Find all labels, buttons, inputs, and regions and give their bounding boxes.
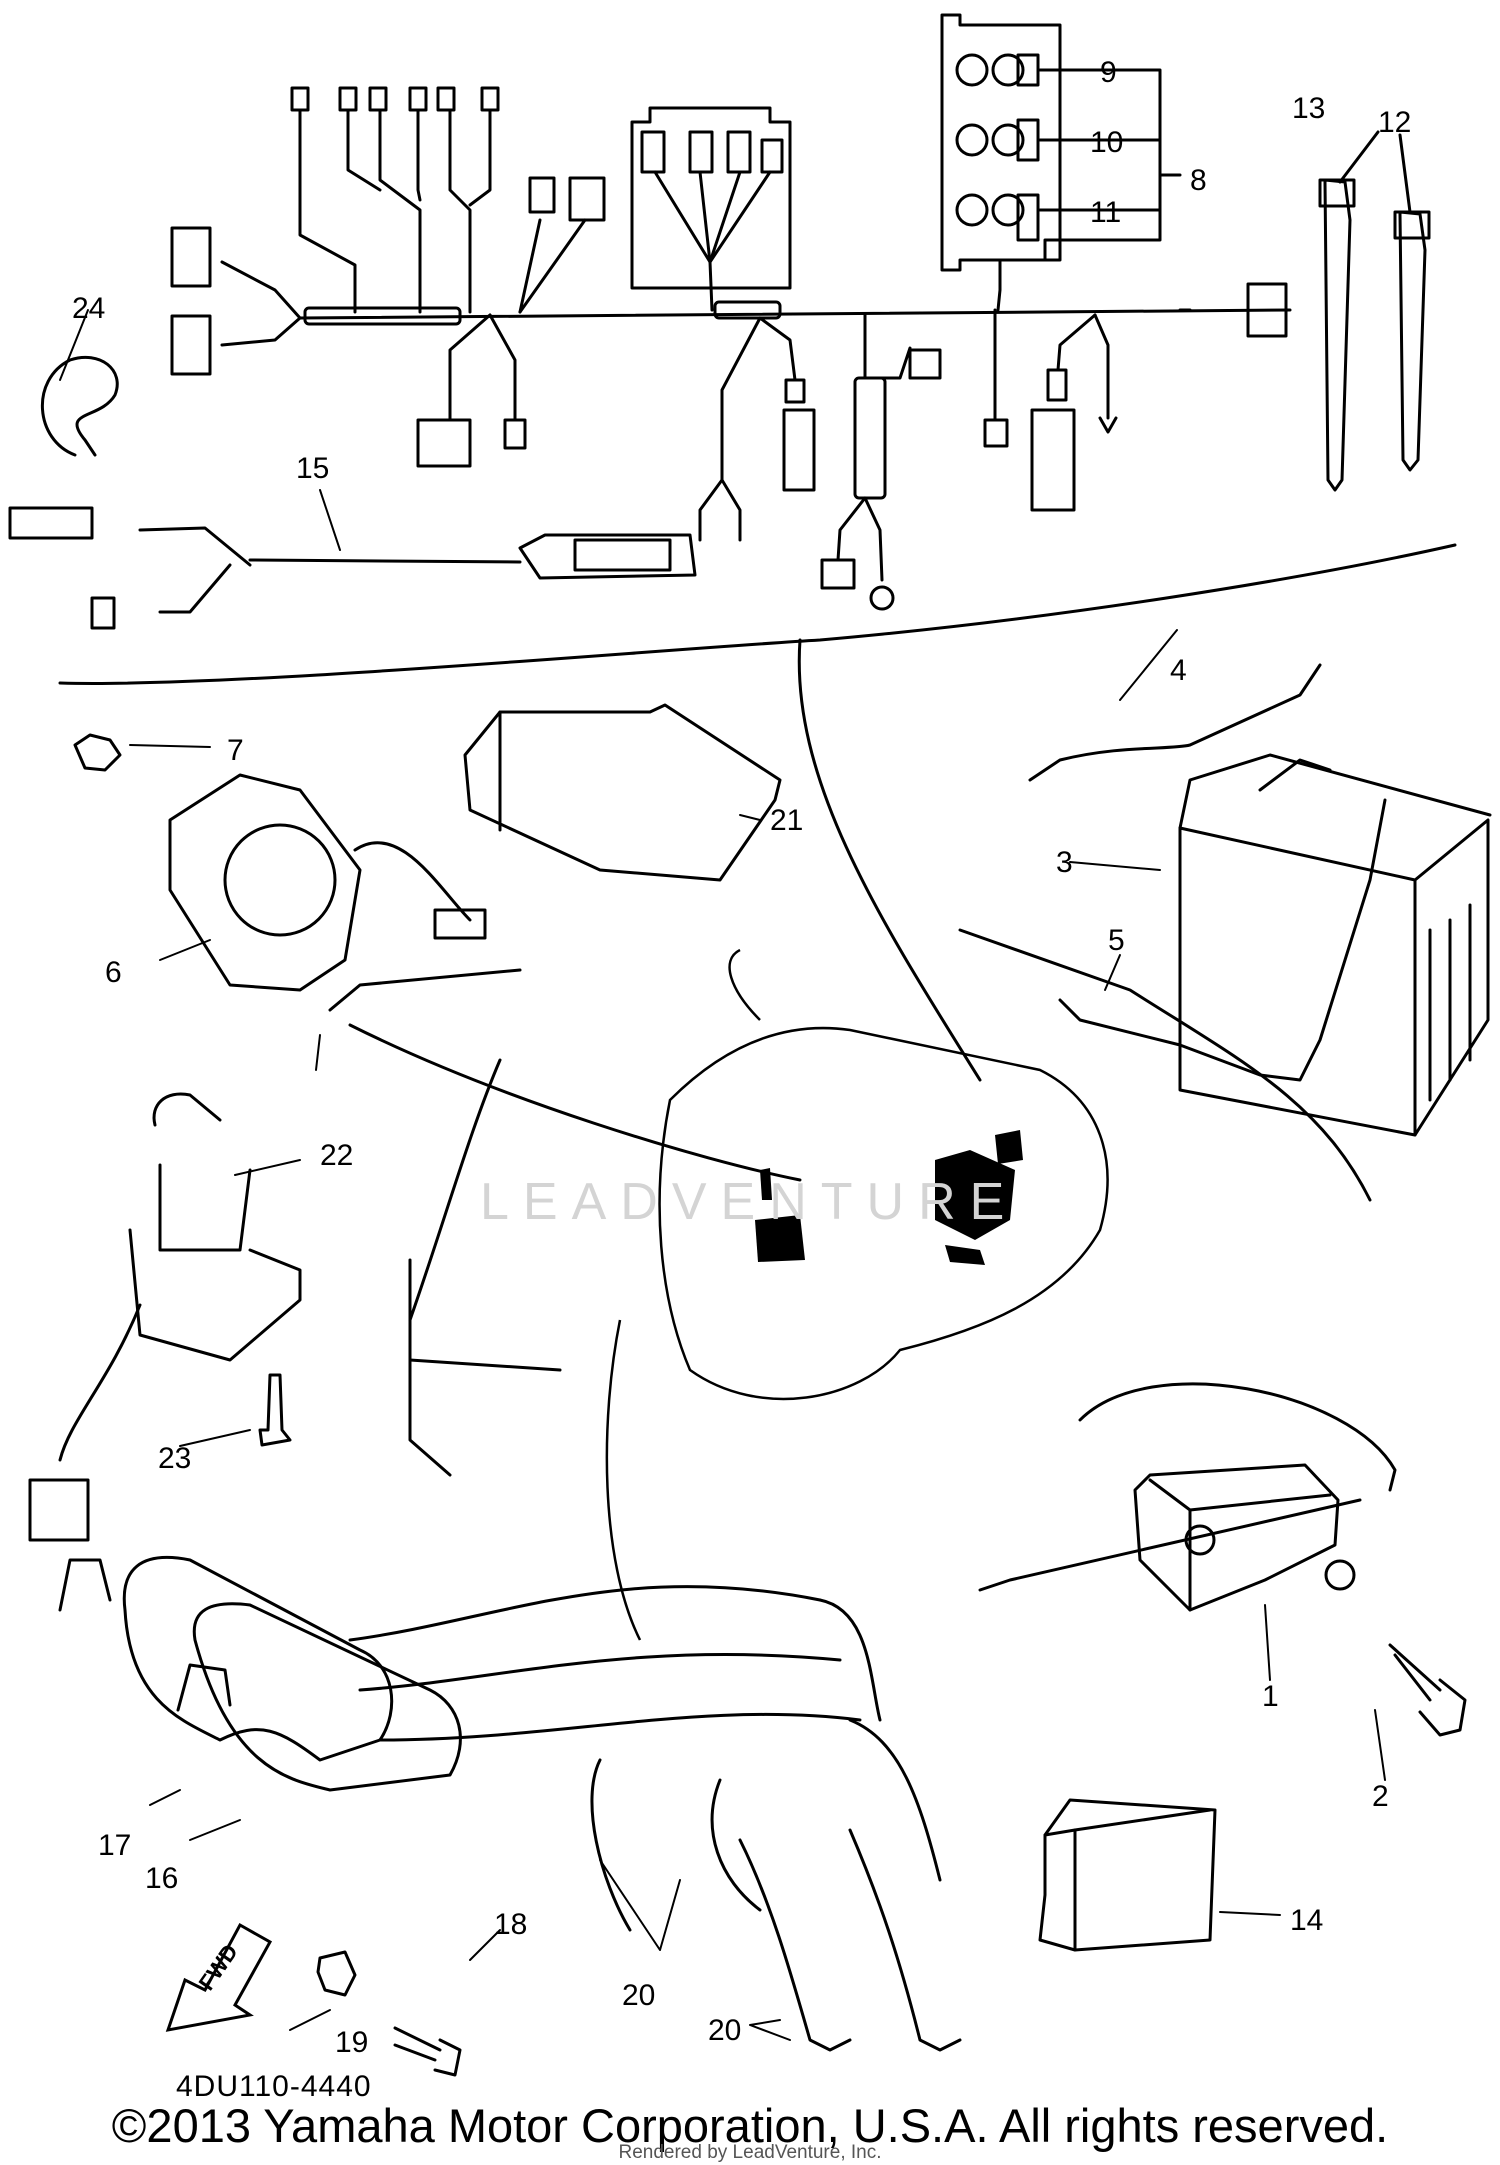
bolt	[1388, 1643, 1467, 1737]
clamp	[40, 355, 119, 457]
callout-24: 24	[72, 292, 105, 325]
horn	[168, 773, 487, 992]
ignition-coils	[58, 1555, 962, 2052]
callout-17: 17	[98, 1829, 131, 1862]
callout-19: 19	[335, 2026, 368, 2059]
fuse-box	[940, 13, 1182, 312]
nut	[73, 733, 122, 772]
battery	[1178, 753, 1492, 1137]
battery-cable	[1028, 663, 1322, 782]
bolt	[393, 2026, 462, 2077]
motorcycle-outline	[605, 948, 1109, 1641]
rendered-by-notice: Rendered by LeadVenture, Inc.	[618, 2142, 882, 2163]
callout-20a: 20	[622, 1979, 655, 2012]
callout-6: 6	[105, 956, 122, 989]
callout-labels: 1 2 3 4 5 6 7 8 9 10 11 12 13 14 15 16 1…	[72, 56, 1411, 2059]
callout-2: 2	[1372, 1780, 1389, 1813]
callout-20b: 20	[708, 2014, 741, 2047]
screw	[258, 1373, 292, 1447]
callout-18: 18	[494, 1908, 527, 1941]
callout-23: 23	[158, 1442, 191, 1475]
callout-21: 21	[770, 804, 803, 837]
callout-14: 14	[1290, 1904, 1323, 1937]
collar	[316, 1950, 357, 1997]
callout-9: 9	[1100, 56, 1117, 89]
callout-3: 3	[1056, 846, 1073, 879]
watermark: LEADVENTURE	[480, 1173, 1019, 1231]
relay	[1038, 1798, 1217, 1952]
main-switch	[28, 1092, 302, 1542]
callout-13: 13	[1292, 92, 1325, 125]
callout-22: 22	[320, 1139, 353, 1172]
cable-ties	[1318, 130, 1431, 492]
diagram-code: 4DU110-4440	[176, 2070, 372, 2103]
callout-11: 11	[1090, 196, 1121, 229]
callout-10: 10	[1090, 126, 1123, 159]
igniter-unit	[463, 703, 782, 882]
electrical-components-highlight	[755, 1130, 1023, 1265]
callout-12: 12	[1378, 106, 1411, 139]
callout-4: 4	[1170, 654, 1187, 687]
wire-harness	[170, 86, 1292, 611]
battery-cable	[1058, 798, 1387, 1082]
callout-16: 16	[145, 1862, 178, 1895]
forward-arrow: FWD	[165, 1922, 273, 2032]
callout-7: 7	[227, 734, 244, 767]
callout-8: 8	[1190, 164, 1207, 197]
rectifier-regulator	[1133, 1463, 1356, 1612]
callout-1: 1	[1262, 1680, 1279, 1713]
sub-lead	[8, 506, 697, 630]
copyright-notice: ©2013 Yamaha Motor Corporation, U.S.A. A…	[111, 2099, 1389, 2152]
callout-5: 5	[1108, 924, 1125, 957]
callout-15: 15	[296, 452, 329, 485]
